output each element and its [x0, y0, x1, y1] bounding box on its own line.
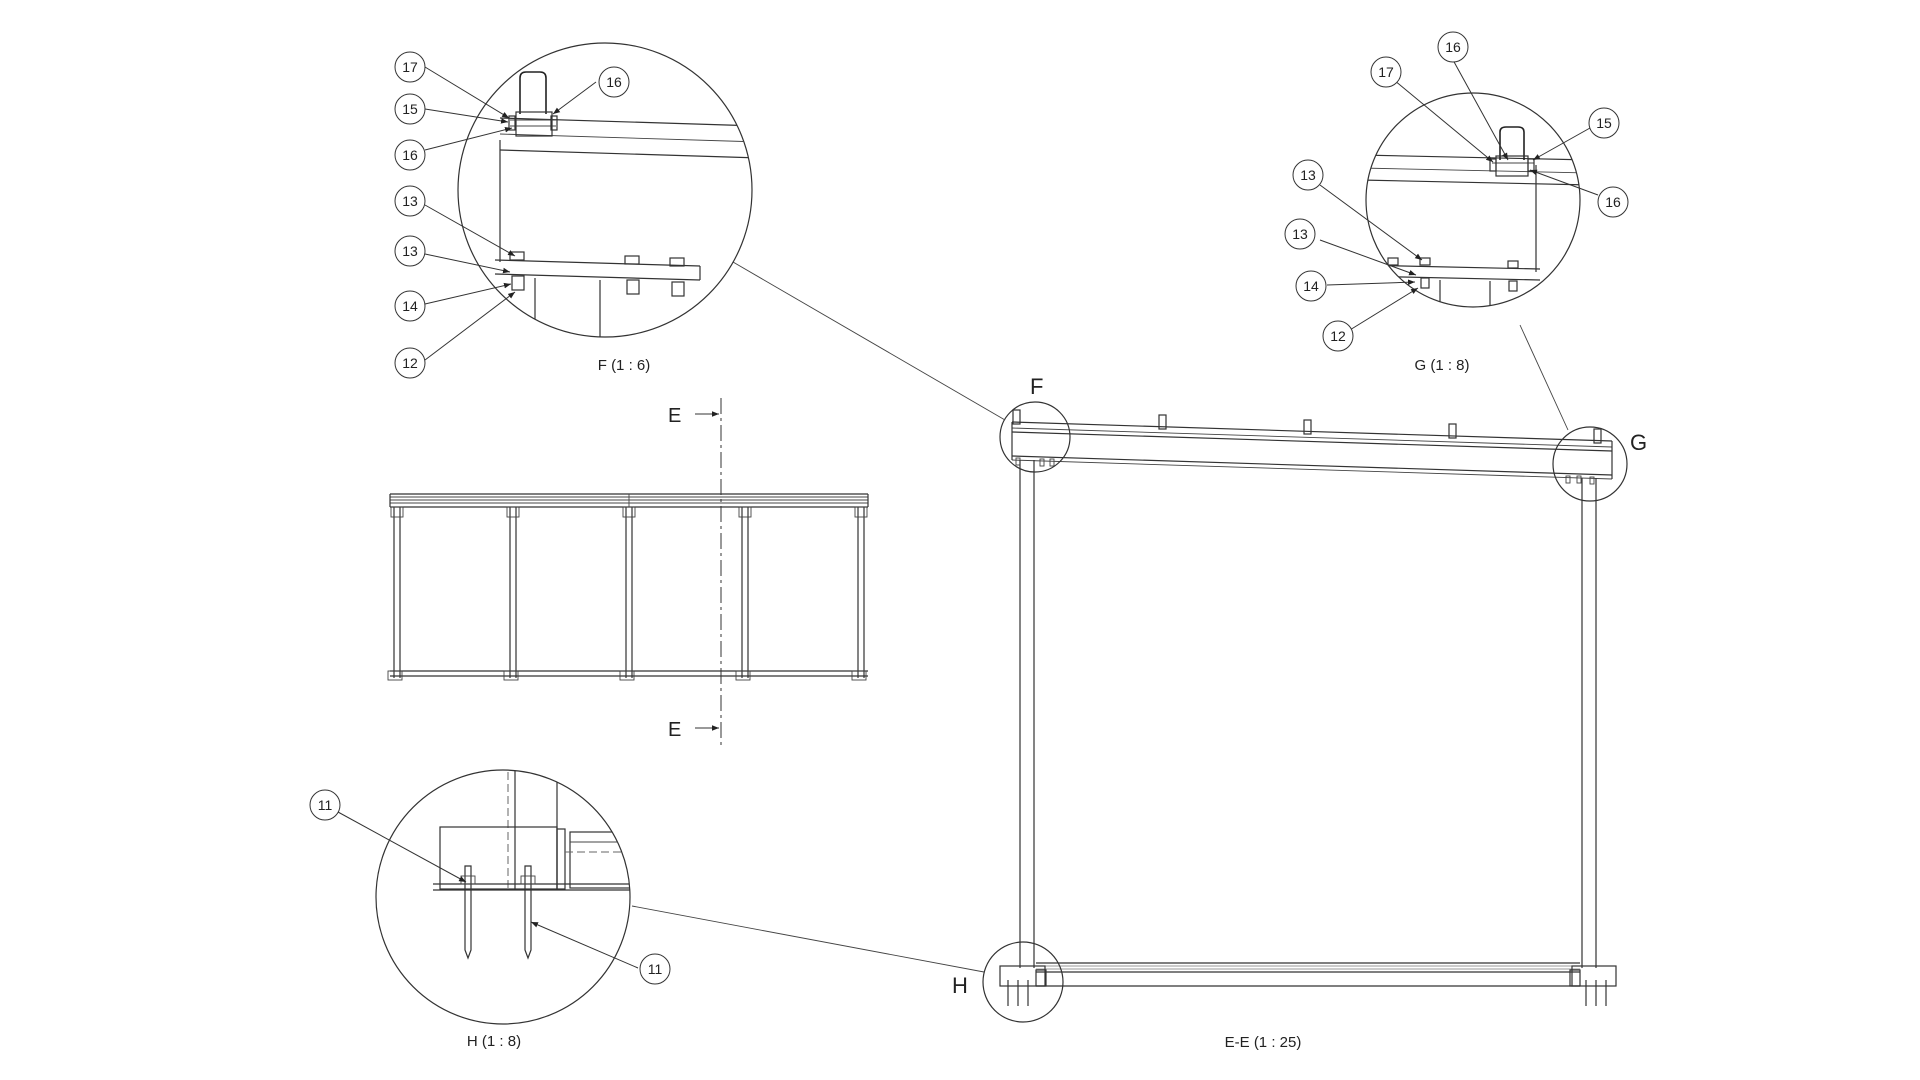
- elevation-view: [387, 398, 869, 745]
- balloon-f-7: 14: [402, 298, 418, 314]
- balloon-f-6: 13: [402, 243, 418, 259]
- balloon-f-8: 12: [402, 355, 418, 371]
- purlin-clips: [1012, 409, 1602, 444]
- section-ee-title: E-E (1 : 25): [1225, 1034, 1302, 1051]
- detail-g-balloons: 16 17 15 16 13 13 14 12: [1284, 31, 1629, 352]
- detail-h-balloons: 11 11: [309, 789, 671, 985]
- balloon-g-3: 15: [1596, 115, 1612, 131]
- leader-f: [732, 261, 1006, 421]
- detail-g-callout-circle: [1552, 426, 1628, 502]
- section-marker-e-top: E: [668, 405, 681, 427]
- detail-h-title: H (1 : 8): [467, 1033, 521, 1050]
- section-ee-view: [982, 401, 1628, 1023]
- detail-f-title: F (1 : 6): [598, 357, 651, 374]
- marker-f: F: [1030, 374, 1043, 399]
- balloon-h-2: 11: [648, 961, 663, 977]
- balloon-f-4: 16: [402, 147, 418, 163]
- balloon-g-2: 17: [1378, 64, 1394, 80]
- detail-f-view: 17 15 16 16 13 13 14 12: [394, 42, 753, 379]
- balloon-g-4: 16: [1605, 194, 1621, 210]
- balloon-g-8: 12: [1330, 328, 1346, 344]
- balloon-g-1: 16: [1445, 39, 1461, 55]
- leader-h: [631, 905, 985, 973]
- beam-bolts: [1015, 457, 1595, 485]
- detail-g-view: 16 17 15 16 13 13 14 12: [1284, 31, 1629, 352]
- balloon-g-7: 14: [1303, 278, 1319, 294]
- detail-f-balloons: 17 15 16 16 13 13 14 12: [394, 51, 630, 379]
- detail-h-view: 11 11: [309, 769, 671, 1025]
- balloon-f-3: 16: [606, 74, 622, 90]
- section-marker-e-bottom: E: [668, 719, 681, 741]
- balloon-h-1: 11: [318, 797, 333, 813]
- balloon-f-2: 15: [402, 101, 418, 117]
- balloon-g-5: 13: [1300, 167, 1316, 183]
- marker-g: G: [1630, 430, 1647, 455]
- detail-g-title: G (1 : 8): [1414, 357, 1469, 374]
- detail-f-callout-circle: [999, 401, 1071, 473]
- leader-g: [1519, 324, 1569, 431]
- balloon-f-1: 17: [402, 59, 418, 75]
- detail-h-callout-circle: [982, 941, 1064, 1023]
- marker-h: H: [952, 973, 968, 998]
- balloon-g-6: 13: [1292, 226, 1308, 242]
- balloon-f-5: 13: [402, 193, 418, 209]
